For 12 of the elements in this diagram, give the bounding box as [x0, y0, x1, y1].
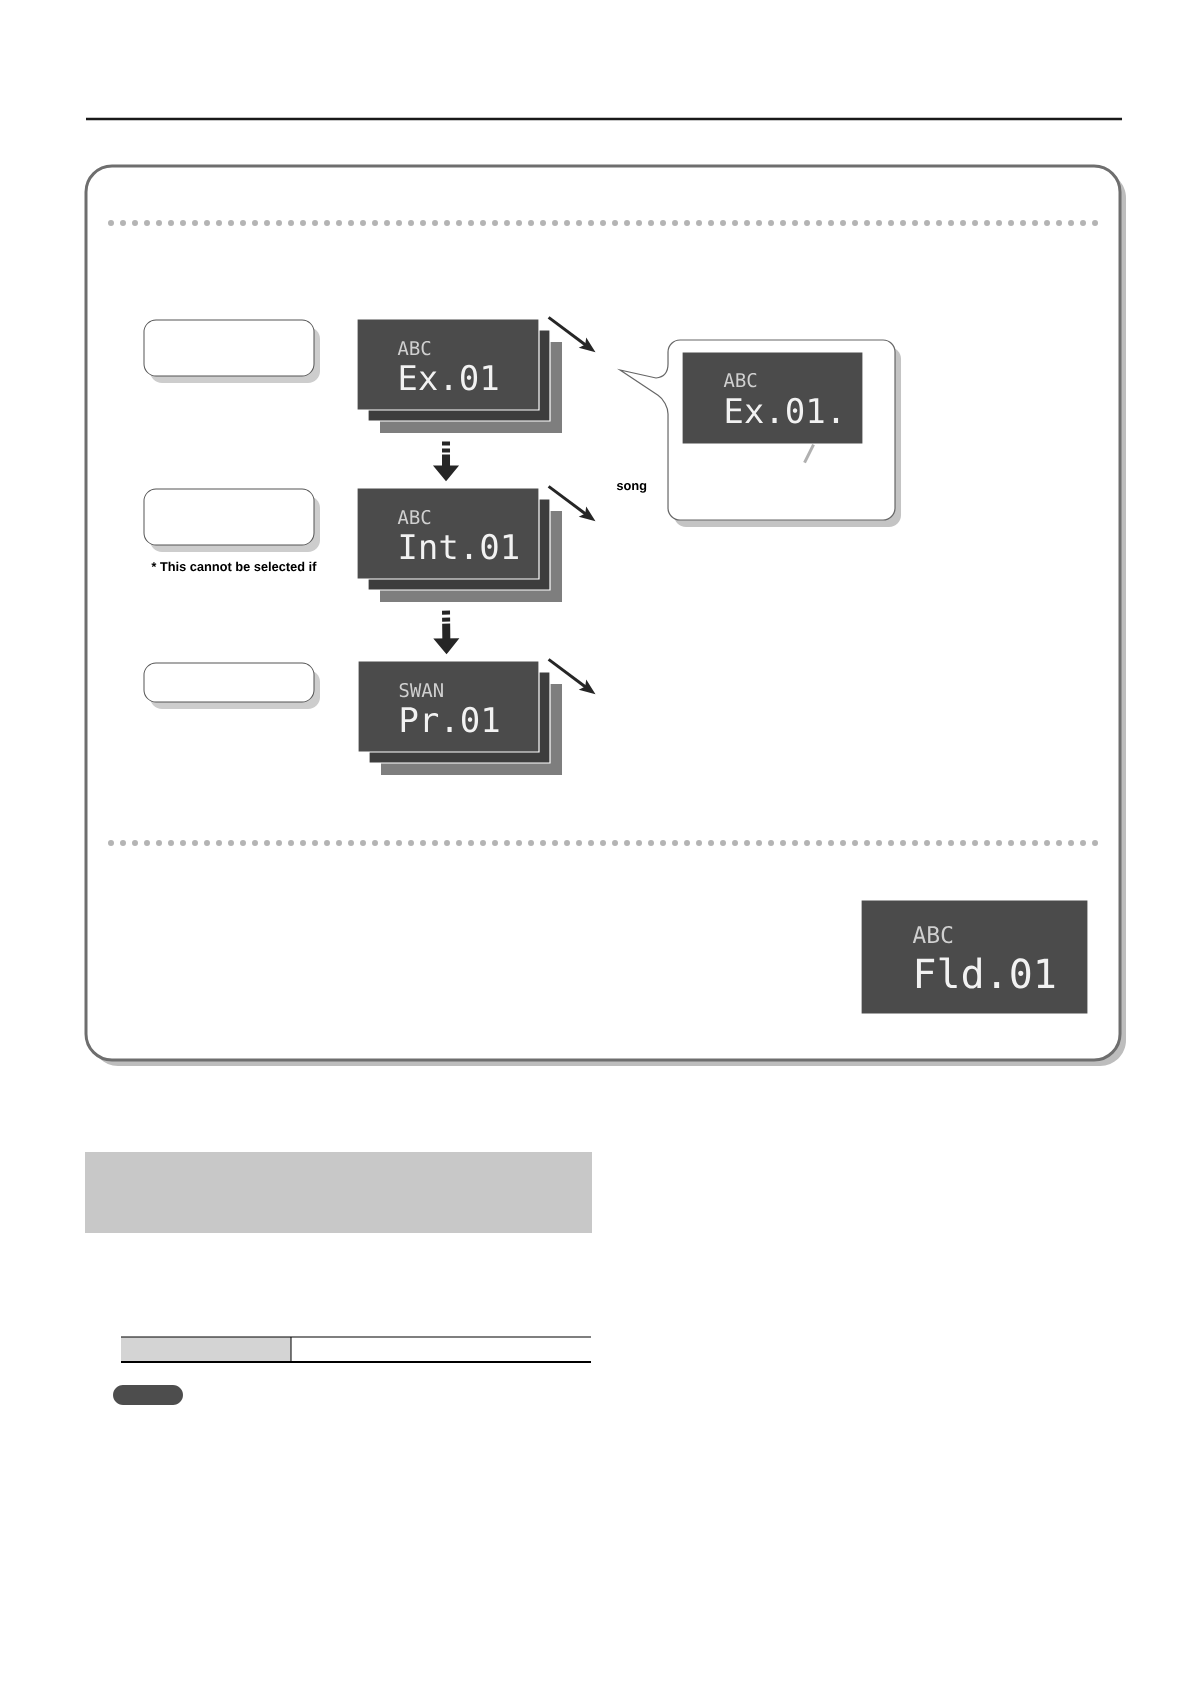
lcd-display: ABC Int.01 [356, 487, 562, 602]
lcd-display: ABC Ex.01 [356, 318, 562, 433]
leader-line [803, 443, 815, 464]
lcd-display: SWAN Pr.01 [357, 660, 562, 775]
footnote: * This cannot be selected if [151, 561, 317, 572]
heading-band [85, 1152, 592, 1233]
lcd-display: ABC Fld.01 [860, 899, 1089, 1015]
lcd-display: ABC Ex.01. [681, 351, 864, 445]
label-text: song [616, 483, 647, 493]
rounded-box [143, 662, 320, 709]
rounded-box [143, 488, 320, 552]
rounded-box [143, 319, 320, 383]
